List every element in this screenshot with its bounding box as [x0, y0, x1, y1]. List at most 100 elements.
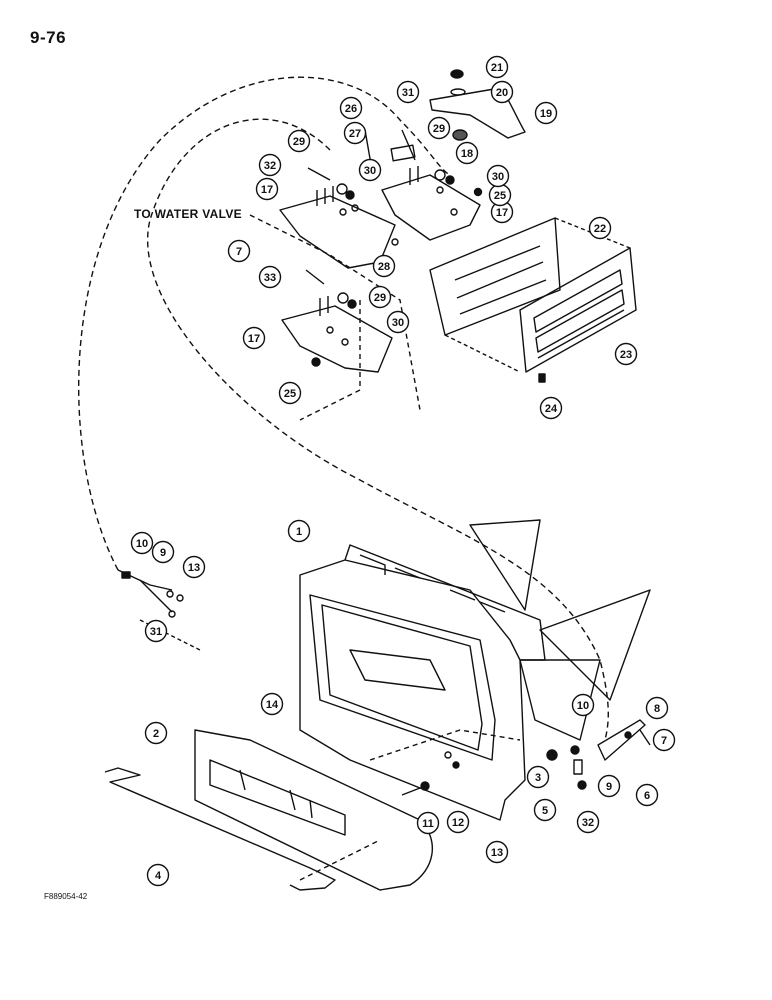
callout-number: 5 [542, 805, 548, 817]
callout-circle [485, 55, 509, 79]
callout-1: 1 [287, 519, 311, 543]
grille-22 [429, 217, 561, 336]
callout-number: 29 [433, 123, 445, 135]
callout-number: 29 [293, 136, 305, 148]
callout-number: 13 [188, 562, 200, 574]
callout-5: 5 [533, 798, 557, 822]
callout-22: 22 [588, 216, 612, 240]
callout-number: 7 [661, 735, 667, 747]
callout-6: 6 [635, 783, 659, 807]
callout-circle [614, 342, 638, 366]
callout-30: 30 [386, 310, 410, 334]
callout-number: 12 [452, 817, 464, 829]
callout-number: 14 [266, 699, 279, 711]
callout-number: 31 [402, 87, 414, 99]
callout-circle [485, 840, 509, 864]
callout-23: 23 [614, 342, 638, 366]
callout-18: 18 [455, 141, 479, 165]
callout-circle [258, 153, 282, 177]
bracket-plate-17-b [381, 174, 481, 241]
callout-circle [597, 774, 621, 798]
callout-circle [242, 326, 266, 350]
callout-number: 11 [422, 818, 434, 830]
callout-circle [588, 216, 612, 240]
water-valve-label: TO WATER VALVE [134, 207, 242, 221]
callout-29: 29 [287, 129, 311, 153]
callout-circle [358, 158, 382, 182]
callout-circle [151, 540, 175, 564]
callout-circle [576, 810, 600, 834]
callout-number: 32 [264, 160, 276, 172]
callout-number: 29 [374, 292, 386, 304]
callout-number: 3 [535, 772, 541, 784]
callout-number: 17 [248, 333, 260, 345]
callout-13: 13 [485, 840, 509, 864]
rod-4 [104, 767, 336, 891]
callout-number: 19 [540, 108, 552, 120]
callout-circle [396, 80, 420, 104]
callout-circle [227, 239, 251, 263]
callout-circle [260, 692, 284, 716]
callout-number: 2 [153, 728, 159, 740]
callout-25: 25 [488, 183, 512, 207]
callout-number: 9 [160, 547, 166, 559]
callout-25: 25 [278, 381, 302, 405]
callout-30: 30 [358, 158, 382, 182]
bracket-plate-17-c [281, 305, 393, 373]
callout-circle [144, 721, 168, 745]
callout-circle [533, 798, 557, 822]
cable-outer [78, 76, 451, 571]
callout-9: 9 [597, 774, 621, 798]
callout-10: 10 [130, 531, 154, 555]
callout-28: 28 [372, 254, 396, 278]
callout-number: 1 [296, 526, 302, 538]
callout-number: 20 [496, 87, 508, 99]
callout-circle [372, 254, 396, 278]
callout-4: 4 [146, 863, 170, 887]
callout-number: 27 [349, 128, 361, 140]
callout-9: 9 [151, 540, 175, 564]
callout-circle [343, 121, 367, 145]
callout-14: 14 [260, 692, 284, 716]
callout-number: 6 [644, 790, 650, 802]
callout-number: 26 [345, 103, 357, 115]
callout-number: 21 [491, 62, 503, 74]
callout-number: 17 [496, 207, 508, 219]
callout-26: 26 [339, 96, 363, 120]
grille-23 [519, 247, 637, 373]
cable-to-valve [249, 214, 421, 411]
callout-circle [539, 396, 563, 420]
callout-31: 31 [144, 619, 168, 643]
callout-number: 8 [654, 703, 660, 715]
callout-number: 30 [392, 317, 404, 329]
callout-circle [486, 164, 510, 188]
callout-circle [339, 96, 363, 120]
callout-27: 27 [343, 121, 367, 145]
callout-30: 30 [486, 164, 510, 188]
callout-number: 24 [545, 403, 558, 415]
callout-circle [416, 811, 440, 835]
callout-29: 29 [368, 285, 392, 309]
callout-circle [182, 555, 206, 579]
callout-11: 11 [416, 811, 440, 835]
callout-number: 25 [494, 190, 506, 202]
callout-21: 21 [485, 55, 509, 79]
callout-number: 17 [261, 184, 273, 196]
callout-number: 32 [582, 817, 594, 829]
callout-number: 10 [136, 538, 148, 550]
housing-1 [299, 559, 526, 821]
callout-33: 33 [258, 265, 282, 289]
callout-circle [652, 728, 676, 752]
callout-circle [534, 101, 558, 125]
callout-17: 17 [255, 177, 279, 201]
callout-circle [287, 519, 311, 543]
callout-number: 10 [577, 700, 589, 712]
callout-number: 7 [236, 246, 242, 258]
callout-circle [255, 177, 279, 201]
callout-circle [258, 265, 282, 289]
callout-number: 25 [284, 388, 296, 400]
callout-number: 30 [492, 171, 504, 183]
callout-circle [490, 80, 514, 104]
callout-number: 18 [461, 148, 473, 160]
callout-circle [446, 810, 470, 834]
